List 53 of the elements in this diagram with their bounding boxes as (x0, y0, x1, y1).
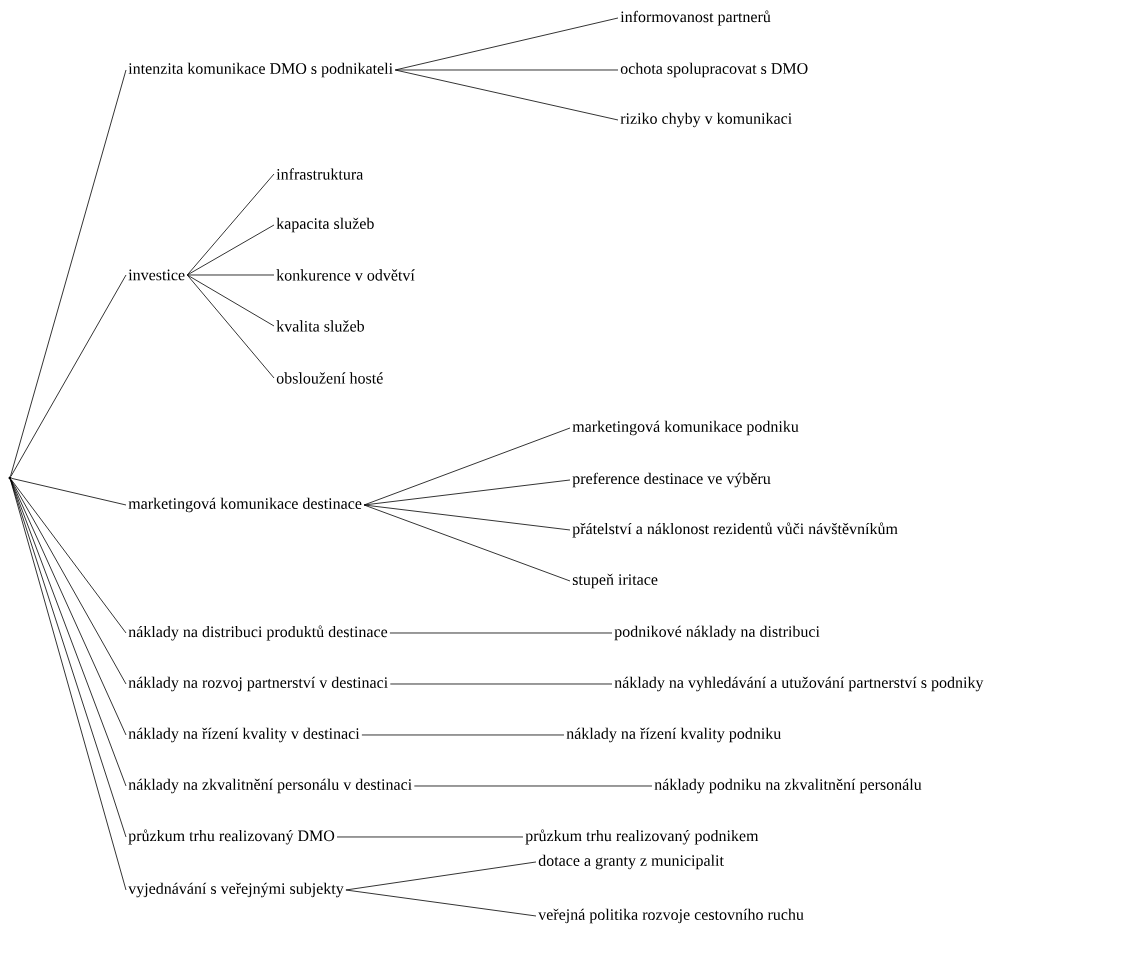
node-label: dotace a granty z municipalit (538, 854, 724, 870)
node-label: náklady na distribuci produktů destinace (128, 625, 388, 641)
node-label: náklady na rozvoj partnerství v destinaci (128, 676, 388, 692)
node-label: preference destinace ve výběru (572, 472, 771, 488)
node-label: veřejná politika rozvoje cestovního ruchu (538, 908, 804, 924)
node-label: kvalita služeb (276, 320, 364, 332)
connector-line (363, 504, 571, 531)
connector-line (345, 861, 537, 891)
node-label: riziko chyby v komunikaci (620, 112, 792, 128)
connector-line (361, 734, 565, 736)
node-label: stupeň iritace (572, 573, 658, 589)
connector-line (186, 224, 275, 276)
connector-line (394, 69, 619, 121)
node-label: náklady na řízení kvality v destinaci (128, 727, 360, 743)
node-label: obsloužení hosté (276, 372, 383, 384)
connector-line (186, 274, 275, 327)
node-label: náklady na řízení kvality podniku (566, 727, 781, 743)
node-label: podnikové náklady na distribuci (614, 625, 820, 641)
connector-line (363, 427, 571, 506)
connector-line (10, 274, 127, 477)
connector-line (413, 785, 653, 787)
connector-line (336, 836, 524, 838)
node-label: náklady na vyhledávání a utužování partnerství s podniky (614, 676, 984, 692)
node-label: přátelství a náklonost rezidentů vůči návštěvníkům (572, 522, 898, 538)
connector-line (363, 504, 571, 582)
node-label: infrastruktura (276, 168, 364, 180)
connector-line (186, 173, 275, 276)
connector-line (10, 479, 127, 736)
connector-line (10, 69, 127, 477)
connector-line (363, 479, 571, 506)
connector-line (10, 479, 127, 685)
node-label: marketingová komunikace destinace (128, 497, 362, 513)
node-label: průzkum trhu realizovaný podnikem (525, 829, 759, 845)
connector-line (389, 632, 613, 634)
node-label: náklady podniku na zkvalitnění personálu (654, 778, 922, 794)
connector-line (389, 683, 613, 685)
connector-line (186, 274, 275, 276)
connector-line (11, 477, 127, 506)
node-label: marketingová komunikace podniku (572, 420, 799, 436)
branch-point (8, 476, 12, 480)
node-label: informovanost partnerů (620, 10, 771, 26)
node-label: intenzita komunikace DMO s podnikateli (128, 62, 393, 78)
node-label: vyjednávání s veřejnými subjekty (128, 882, 344, 898)
node-label: ochota spolupracovat s DMO (620, 62, 808, 78)
node-label: náklady na zkvalitnění personálu v destinaci (128, 778, 412, 794)
connector-line (10, 478, 127, 634)
node-label: průzkum trhu realizovaný DMO (128, 829, 335, 845)
connector-line (394, 69, 619, 71)
node-label: kapacita služeb (276, 217, 374, 233)
connector-line (186, 274, 275, 379)
node-label: konkurence v odvětví (276, 269, 415, 281)
connector-line (345, 889, 537, 917)
node-label: investice (128, 269, 185, 281)
